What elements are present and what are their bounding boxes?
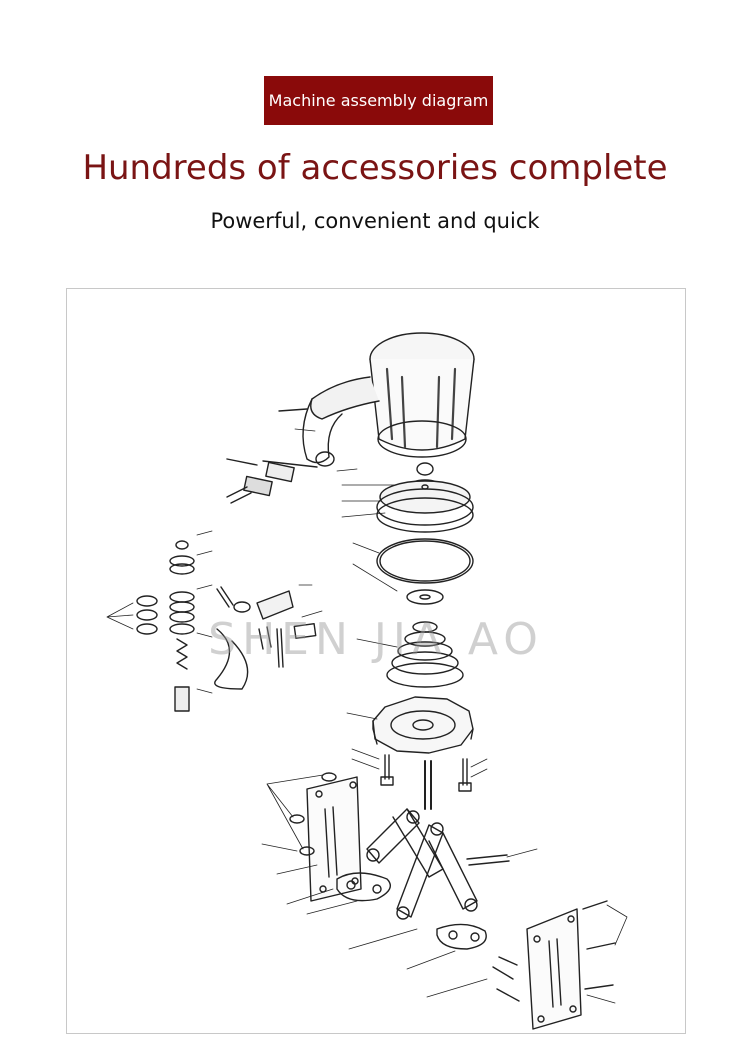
valve-stack [106,530,213,712]
mounting-bolts [351,748,488,810]
callout-lines-top [294,428,398,518]
section-badge: Machine assembly diagram [264,76,493,125]
diaphragm-ring [352,538,474,592]
pin-and-bracket [214,584,323,690]
exploded-view-drawing [106,332,628,1030]
assembly-diagram-frame: SHEN JIA AO [66,288,686,1034]
washer [406,589,444,605]
subheadline: Powerful, convenient and quick [210,209,540,233]
motor-housing [278,332,475,467]
spring-cone [356,621,464,688]
base-plate [346,696,474,754]
pressure-plate [376,462,474,533]
hose-fitting [226,458,318,504]
headline: Hundreds of accessories complete [82,148,668,188]
linkage-mechanism [261,772,628,1030]
